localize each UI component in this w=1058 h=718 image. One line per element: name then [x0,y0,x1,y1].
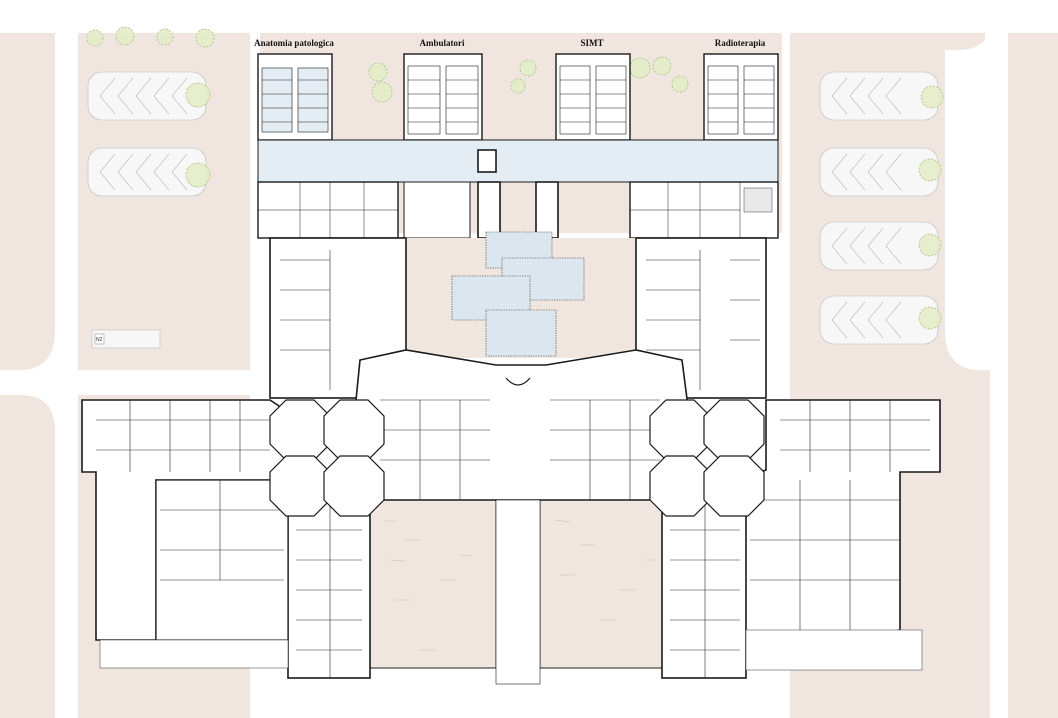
entrance-arc [505,377,531,386]
parking-right [819,71,939,345]
label-radioterapia: Radioterapia [715,38,766,48]
parking-left [87,71,207,197]
parking-small-block: N2 [91,329,161,349]
interior-partitions [96,250,930,678]
north-wing [257,53,779,239]
courtyards [369,499,663,669]
label-ambulatori: Ambulatori [420,38,465,48]
north-courtyard [405,231,637,358]
label-anatomia-patologica: Anatomia patologica [254,38,334,48]
department-labels: Anatomia patologica Ambulatori SIMT Radi… [254,38,766,48]
label-simt: SIMT [580,38,603,48]
main-building [81,237,941,685]
octagon-nodes [269,399,765,517]
parking-tag: N2 [96,337,103,343]
site-ground [0,33,1058,718]
